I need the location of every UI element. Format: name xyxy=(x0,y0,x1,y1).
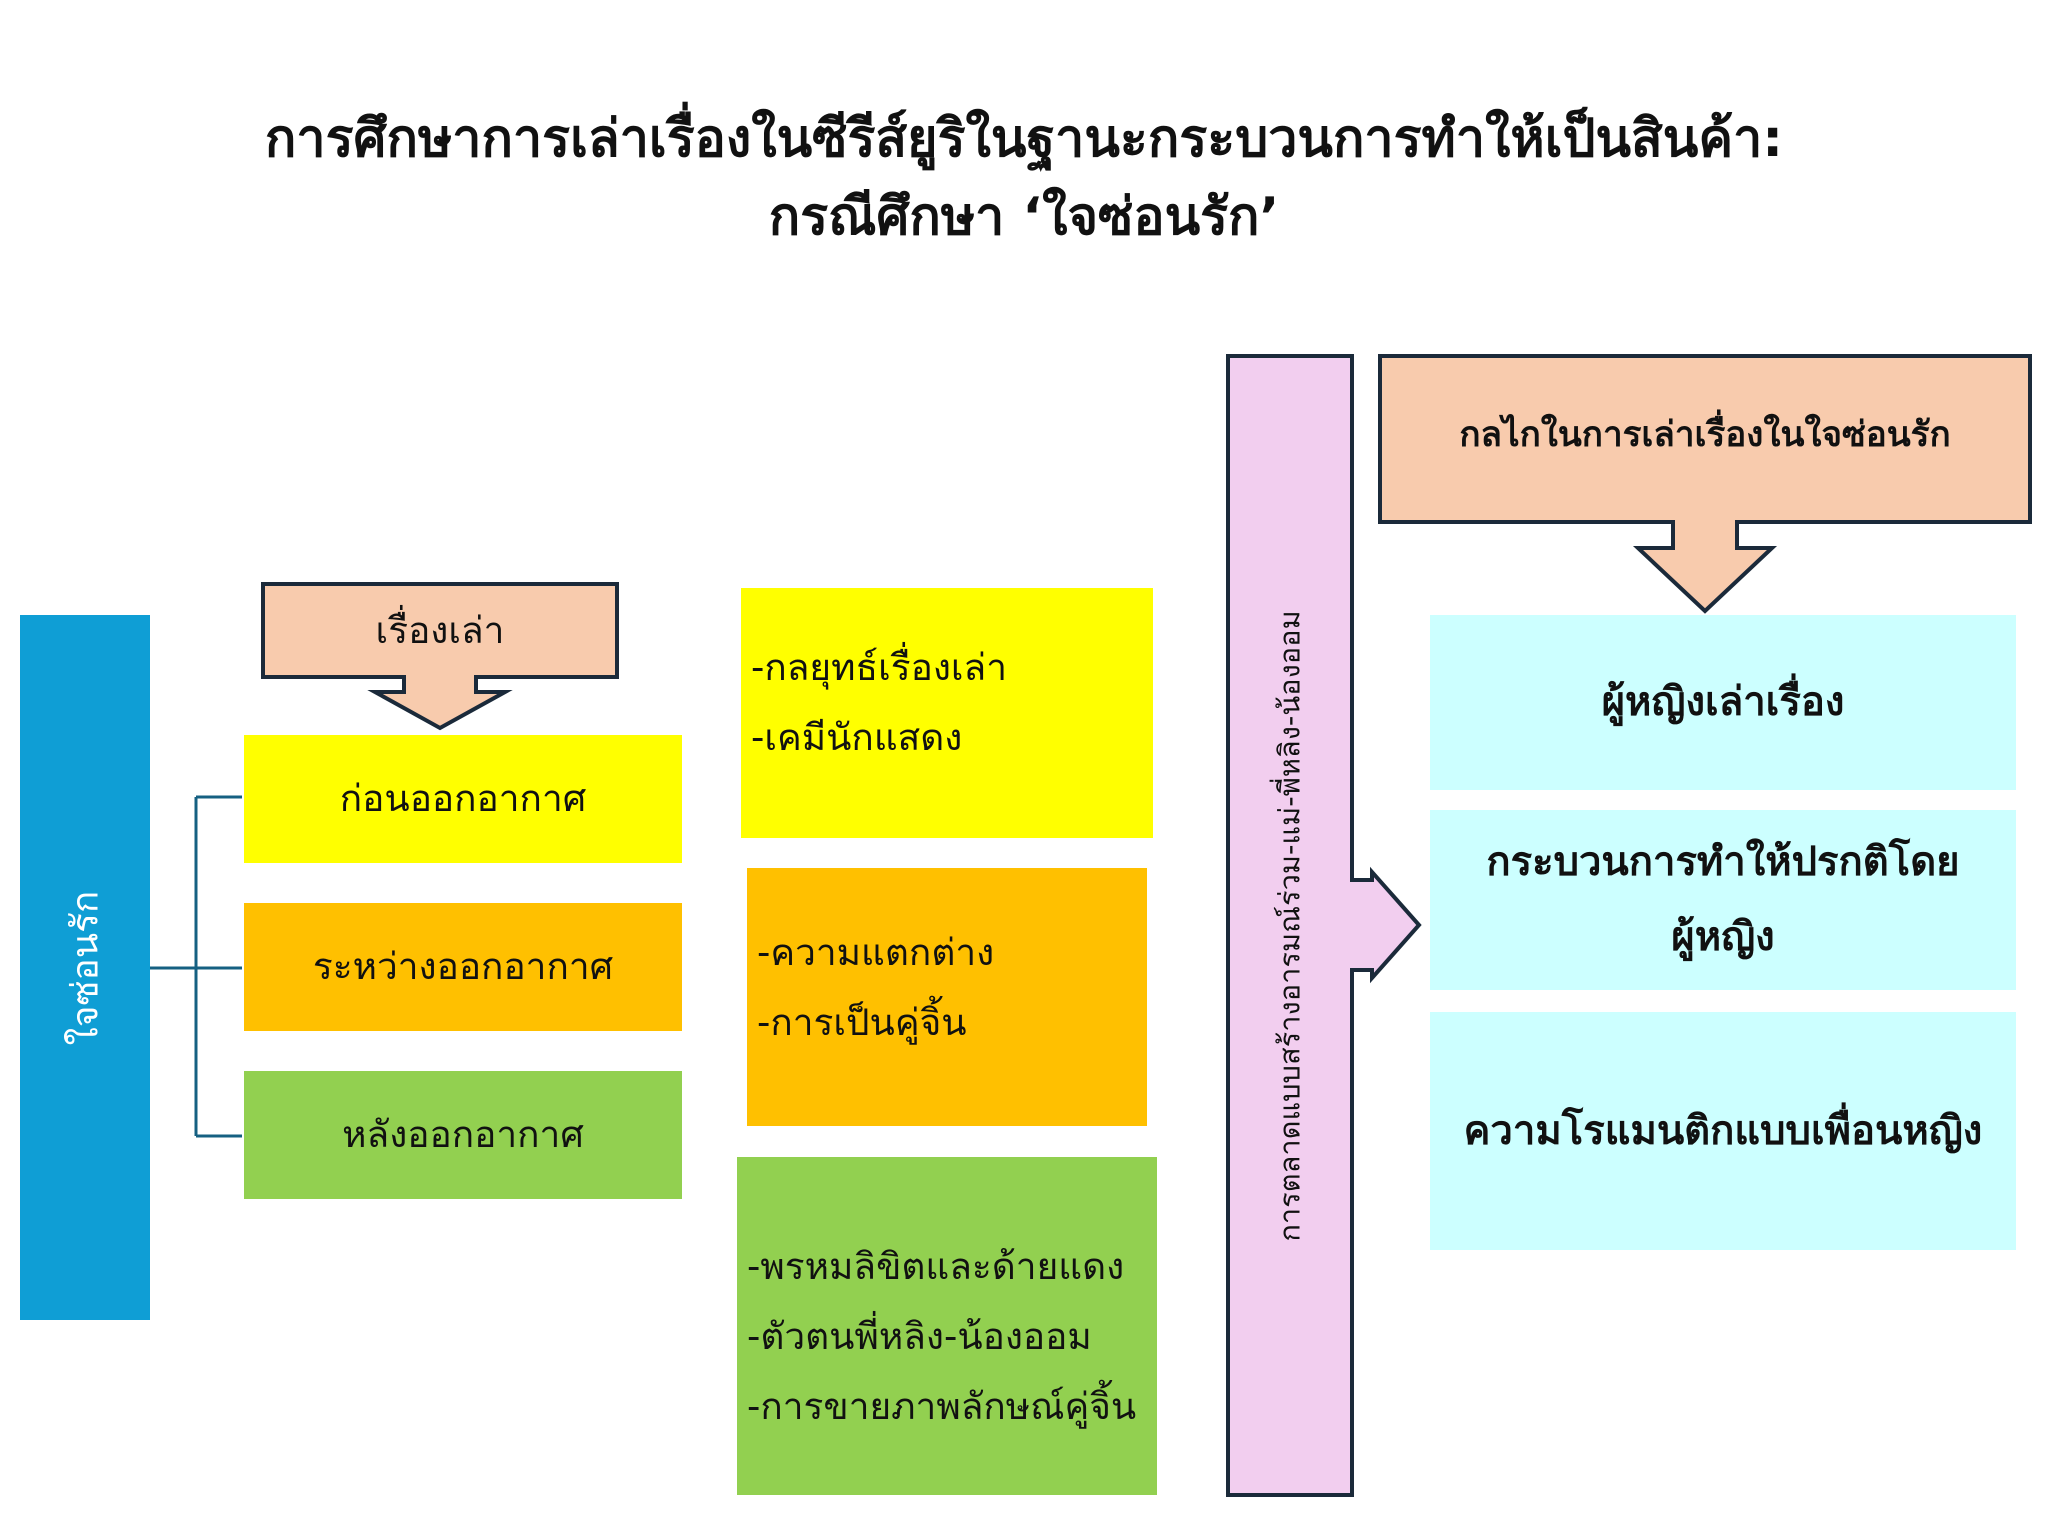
detail-item: -การขายภาพลักษณ์คู่จิ้น xyxy=(747,1385,1137,1428)
left-bar: ใจซ่อนรัก xyxy=(20,615,150,1320)
story-arrow-label: เรื่องเล่า xyxy=(375,609,505,652)
result-box-normalization: กระบวนการทำให้ปรกติโดย ผู้หญิง xyxy=(1430,810,2016,990)
marketing-arrow-shape xyxy=(1226,354,1422,1497)
mechanism-arrow-shape xyxy=(1378,354,2032,614)
detail-item: -กลยุทธ์เรื่องเล่า xyxy=(751,646,1007,689)
detail-item: -ตัวตนพี่หลิง-น้องออม xyxy=(747,1315,1092,1358)
title-line-1: การศึกษาการเล่าเรื่องในซีรีส์ยูริในฐานะก… xyxy=(264,109,1784,169)
detail-box-after: -พรหมลิขิตและด้ายแดง -ตัวตนพี่หลิง-น้องอ… xyxy=(737,1157,1157,1495)
phase-before-airing: ก่อนออกอากาศ xyxy=(244,735,682,863)
result-box-women-storytelling: ผู้หญิงเล่าเรื่อง xyxy=(1430,615,2016,790)
phase-after-airing: หลังออกอากาศ xyxy=(244,1071,682,1199)
detail-item: -เคมีนักแสดง xyxy=(751,716,963,759)
detail-box-before: -กลยุทธ์เรื่องเล่า -เคมีนักแสดง xyxy=(741,588,1153,838)
detail-box-during: -ความแตกต่าง -การเป็นคู่จิ้น xyxy=(747,868,1147,1126)
title-line-2: กรณีศึกษา ‘ใจซ่อนรัก’ xyxy=(768,187,1280,247)
page-title: การศึกษาการเล่าเรื่องในซีรีส์ยูริในฐานะก… xyxy=(0,100,2048,256)
marketing-arrow-label-wrap: การตลาดแบบสร้างอารมณ์ร่วม-แม่-พี่หลิง-น้… xyxy=(1228,356,1352,1495)
result-line: ผู้หญิง xyxy=(1671,914,1775,960)
marketing-arrow-label: การตลาดแบบสร้างอารมณ์ร่วม-แม่-พี่หลิง-น้… xyxy=(1273,609,1308,1242)
detail-item: -การเป็นคู่จิ้น xyxy=(757,1001,967,1044)
phase-connector xyxy=(150,795,242,1138)
result-box-romantic-friendship: ความโรแมนติกแบบเพื่อนหญิง xyxy=(1430,1012,2016,1250)
result-line: ผู้หญิงเล่าเรื่อง xyxy=(1601,679,1845,725)
phase-during-airing: ระหว่างออกอากาศ xyxy=(244,903,682,1031)
mechanism-arrow-label: กลไกในการเล่าเรื่องในใจซ่อนรัก xyxy=(1459,415,1951,455)
detail-item: -พรหมลิขิตและด้ายแดง xyxy=(747,1245,1125,1288)
result-line: กระบวนการทำให้ปรกติโดย xyxy=(1486,839,1960,885)
story-arrow-shape xyxy=(261,582,619,731)
detail-item: -ความแตกต่าง xyxy=(757,931,995,974)
result-line: ความโรแมนติกแบบเพื่อนหญิง xyxy=(1463,1107,1983,1154)
